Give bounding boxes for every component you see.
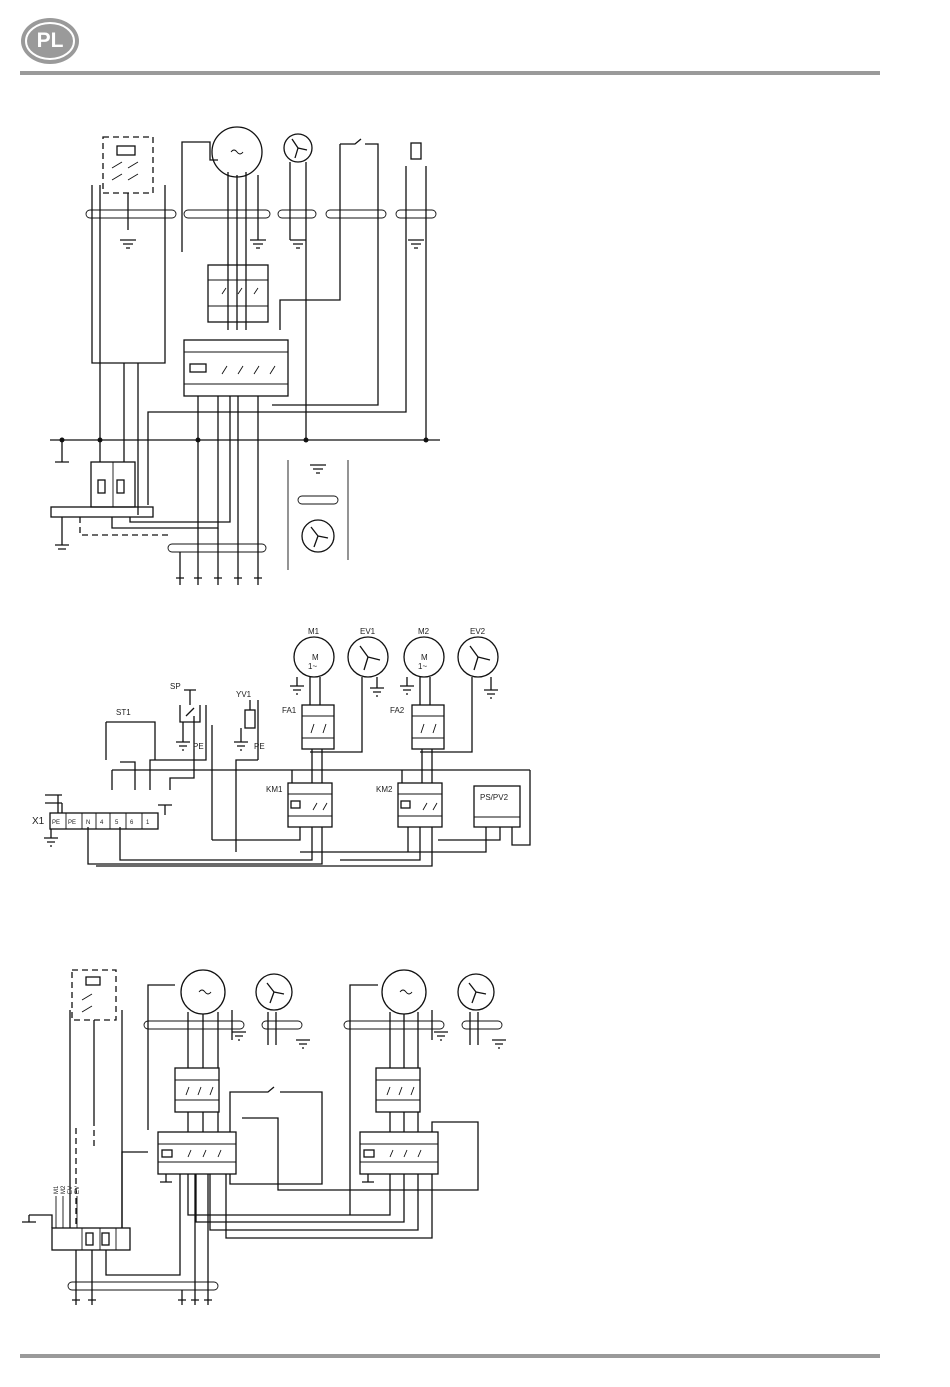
label-ev2: EV2 [470, 627, 486, 636]
wiring-diagram-2: M 1~ M 1~ [44, 637, 530, 866]
terminal-6: 6 [130, 820, 134, 826]
label-st1: ST1 [116, 708, 131, 717]
label-pe-sp: PE [193, 742, 204, 751]
svg-text:1~: 1~ [308, 662, 317, 671]
label-fa2: FA2 [390, 706, 405, 715]
terminal-1: PE [52, 820, 60, 826]
svg-text:M: M [312, 653, 319, 662]
side-label-1: M1 [54, 1185, 60, 1194]
side-label-3: EV [68, 1186, 74, 1194]
label-m2: M2 [418, 627, 430, 636]
side-label-2: M2 [61, 1185, 67, 1194]
terminal-7: 1 [146, 820, 150, 826]
label-ev1: EV1 [360, 627, 376, 636]
label-ps-pv2: PS/PV2 [480, 793, 509, 802]
label-yv1: YV1 [236, 690, 252, 699]
side-label-4: EV [75, 1186, 81, 1194]
terminal-3: N [86, 820, 90, 826]
svg-text:1~: 1~ [418, 662, 427, 671]
label-x1: X1 [32, 816, 45, 827]
terminal-4: 4 [100, 820, 104, 826]
label-fa1: FA1 [282, 706, 297, 715]
label-pe-yv1: PE [254, 742, 265, 751]
svg-text:M: M [421, 653, 428, 662]
terminal-5: 5 [115, 820, 119, 826]
label-sp: SP [170, 682, 181, 691]
terminal-2: PE [68, 820, 76, 826]
wiring-diagram-1 [50, 127, 440, 585]
label-m1: M1 [308, 627, 320, 636]
label-km1: KM1 [266, 785, 283, 794]
wiring-diagram-3 [22, 970, 506, 1305]
label-km2: KM2 [376, 785, 393, 794]
